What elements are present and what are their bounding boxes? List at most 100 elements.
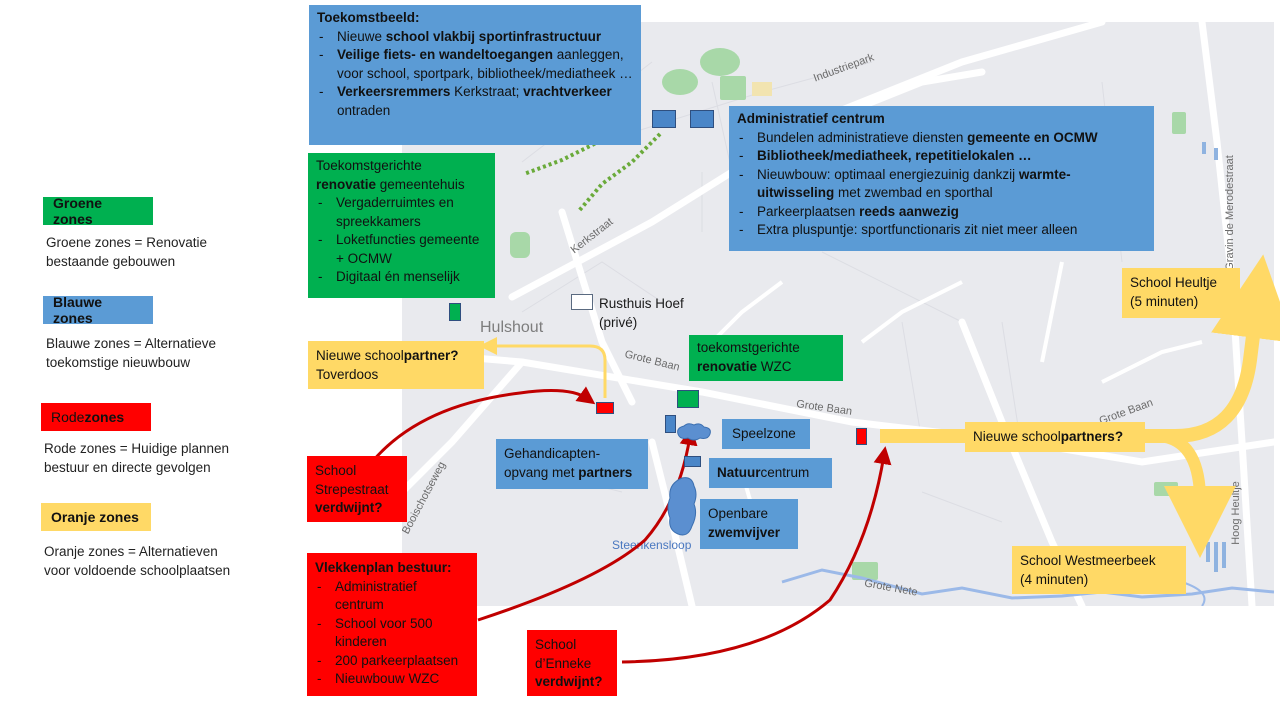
admin-item-2: Bibliotheek/mediatheek, repetitielokalen… (737, 147, 1146, 166)
legend-red-desc: Rode zones = Huidige plannen bestuur en … (44, 441, 230, 475)
vlekkenplan-item-4: Nieuwbouw WZC (315, 670, 469, 689)
legend-green-desc: Groene zones = Renovatie bestaande gebou… (46, 235, 207, 269)
legend-orange-desc: Oranje zones = Alternatieven voor voldoe… (44, 544, 231, 578)
legend-red-swatch: Rode zones (41, 403, 151, 431)
toekomstbeeld-item-1: Nieuwe school vlakbij sportinfrastructuu… (317, 28, 633, 47)
nieuwe-partners-a: Nieuwe school (973, 429, 1061, 444)
cloud-icon (677, 423, 711, 441)
marker-blue-gehandicapten (665, 415, 676, 433)
box-administratief-centrum: Administratief centrum Bundelen administ… (729, 106, 1154, 251)
box-school-heultje: School Heultje (5 minuten) (1122, 268, 1240, 318)
legend-green-swatch: Groene zones (43, 195, 153, 227)
admin-item-4-b: reeds aanwezig (859, 203, 959, 219)
nieuwe-partners-b: partners? (1060, 429, 1124, 444)
natuur-rest: centrum (760, 465, 810, 480)
gehandicapten-a: Gehandicapten- opvang met (504, 446, 601, 480)
label-gravin-de-merodestraat: Gravin de Merodestraat (1223, 155, 1236, 271)
admin-item-5-text: Extra pluspuntje: sportfunctionaris zit … (757, 222, 1078, 237)
legend-green-label: Groene zones (53, 195, 103, 227)
admin-item-3-c: met zwembad en sporthal (834, 185, 993, 200)
vlekkenplan-list: Administratief centrum School voor 500 k… (315, 578, 469, 689)
schoolpartner-line-2: Toverdoos (316, 366, 379, 382)
toekomstbeeld-item-1-a: Nieuwe (337, 28, 386, 44)
schoolpartner-b: partner? (403, 348, 459, 363)
natuur-bold: Natuur (717, 465, 761, 480)
box-nieuwe-schoolpartners: Nieuwe schoolpartners? (965, 422, 1145, 452)
marker-blue-school-2 (690, 110, 714, 128)
wzc-line-2-rest: WZC (757, 358, 792, 374)
box-zwemvijver: Openbare zwemvijver (700, 499, 798, 549)
box-speelzone: Speelzone (722, 419, 810, 449)
label-hulshout: Hulshout (480, 319, 544, 336)
legend-orange-label: Oranje zones (51, 509, 139, 525)
wzc-line-2-bold: renovatie (697, 358, 758, 374)
marker-blue-school-1 (652, 110, 676, 128)
legend-blue-label: Blauwe zones (53, 294, 103, 326)
wzc-line-1: toekomstgerichte (697, 340, 800, 355)
admin-item-5: Extra pluspuntje: sportfunctionaris zit … (737, 221, 1146, 240)
toekomstbeeld-item-3-a: Verkeersremmers (337, 84, 451, 99)
enneke-line-2: verdwijnt? (535, 674, 603, 689)
marker-red-strepestraat (596, 402, 614, 414)
gemeentehuis-list: Vergaderruimtes en spreekkamers Loketfun… (316, 194, 487, 287)
toekomstbeeld-item-2: Veilige fiets- en wandeltoegangen aanleg… (317, 46, 633, 83)
gemeentehuis-item-3: Digitaal én menselijk (316, 268, 487, 287)
gemeentehuis-line-2-bold: renovatie (316, 176, 377, 192)
marker-rusthuis (571, 294, 593, 310)
box-strepestraat: School Strepestraat verdwijnt? (307, 456, 407, 522)
legend-orange-swatch: Oranje zones (41, 503, 151, 531)
gehandicapten-b: partners (578, 464, 633, 480)
vlekkenplan-item-2: School voor 500 kinderen (315, 615, 469, 652)
toekomstbeeld-list: Nieuwe school vlakbij sportinfrastructuu… (317, 28, 633, 121)
box-gemeentehuis: Toekomstgerichte renovatie gemeentehuis … (308, 153, 495, 298)
admin-item-1-a: Bundelen administratieve diensten (757, 129, 968, 145)
legend-blue-desc: Blauwe zones = Alternatieve toekomstige … (46, 336, 216, 370)
toekomstbeeld-item-3-c: vrachtverkeer (523, 84, 612, 99)
legend-blue-swatch: Blauwe zones (43, 294, 153, 326)
toekomstbeeld-item-3-d: ontraden (337, 102, 391, 118)
gemeentehuis-line-2: renovatie gemeentehuis (316, 176, 487, 195)
legend-red-label: Rode (51, 409, 85, 425)
box-toekomstbeeld: Toekomstbeeld: Nieuwe school vlakbij spo… (309, 5, 641, 145)
strepestraat-line-1: School Strepestraat (315, 463, 389, 497)
admin-item-3: Nieuwbouw: optimaal energiezuinig dankzi… (737, 166, 1146, 203)
gemeentehuis-line-1: Toekomstgerichte (316, 158, 422, 173)
admin-item-4-a: Parkeerplaatsen (757, 203, 860, 219)
toekomstbeeld-item-1-b: school vlakbij sportinfrastructuur (385, 28, 602, 44)
admin-item-2-text: Bibliotheek/mediatheek, repetitielokalen… (757, 148, 1032, 163)
box-gehandicaptenopvang: Gehandicapten- opvang met partners (496, 439, 648, 489)
box-vlekkenplan: Vlekkenplan bestuur: Administratief cent… (307, 553, 477, 696)
pond-icon (667, 477, 697, 536)
admin-item-4: Parkeerplaatsen reeds aanwezig (737, 203, 1146, 222)
rusthuis-label: Rusthuis Hoef (privé) (599, 296, 684, 330)
box-wzc: toekomstgerichte renovatie WZC (689, 335, 843, 381)
gemeentehuis-line-2-rest: gemeentehuis (376, 176, 465, 192)
toekomstbeeld-item-2-b: aanleggen, voor school, sportpark, bibli… (337, 47, 633, 81)
marker-blue-natuurcentrum (684, 456, 701, 467)
toekomstbeeld-item-3-b: Kerkstraat; (450, 84, 524, 99)
box-enneke: School d’Enneke verdwijnt? (527, 630, 617, 696)
admin-item-3-a: Nieuwbouw: optimaal energiezuinig dankzi… (757, 166, 1019, 182)
toekomstbeeld-title: Toekomstbeeld: (317, 10, 420, 25)
vlekkenplan-title: Vlekkenplan bestuur: (315, 560, 452, 575)
marker-green-wzc (677, 390, 699, 408)
legend-red-label-bold: zones (84, 409, 125, 425)
marker-green-gemeentehuis (449, 303, 461, 321)
toekomstbeeld-item-2-a: Veilige fiets- en wandeltoegangen (337, 47, 554, 62)
label-hoog-heultje: Hoog Heultje (1229, 481, 1242, 545)
admin-item-1-b: gemeente en OCMW (967, 129, 1098, 145)
schoolpartner-a: Nieuwe school (316, 348, 404, 363)
box-schoolpartner-toverdoos: Nieuwe schoolpartner? Toverdoos (308, 341, 484, 389)
gemeentehuis-item-2: Loketfuncties gemeente + OCMW (316, 231, 487, 268)
wzc-line-2: renovatie WZC (697, 358, 835, 377)
admin-item-3-b: warmte-uitwisseling (757, 166, 1071, 201)
box-natuurcentrum: Natuurcentrum (709, 458, 832, 488)
marker-red-enneke (856, 428, 867, 445)
enneke-line-1: School d’Enneke (535, 637, 592, 671)
gemeentehuis-item-1: Vergaderruimtes en spreekkamers (316, 194, 487, 231)
zwemvijver-line-2: zwemvijver (708, 524, 781, 540)
box-school-westmeerbeek: School Westmeerbeek (4 minuten) (1012, 546, 1186, 594)
schoolpartner-line-1: Nieuwe schoolpartner? (316, 347, 476, 366)
toekomstbeeld-item-3: Verkeersremmers Kerkstraat; vrachtverkee… (317, 83, 633, 120)
admin-item-1: Bundelen administratieve diensten gemeen… (737, 129, 1146, 148)
